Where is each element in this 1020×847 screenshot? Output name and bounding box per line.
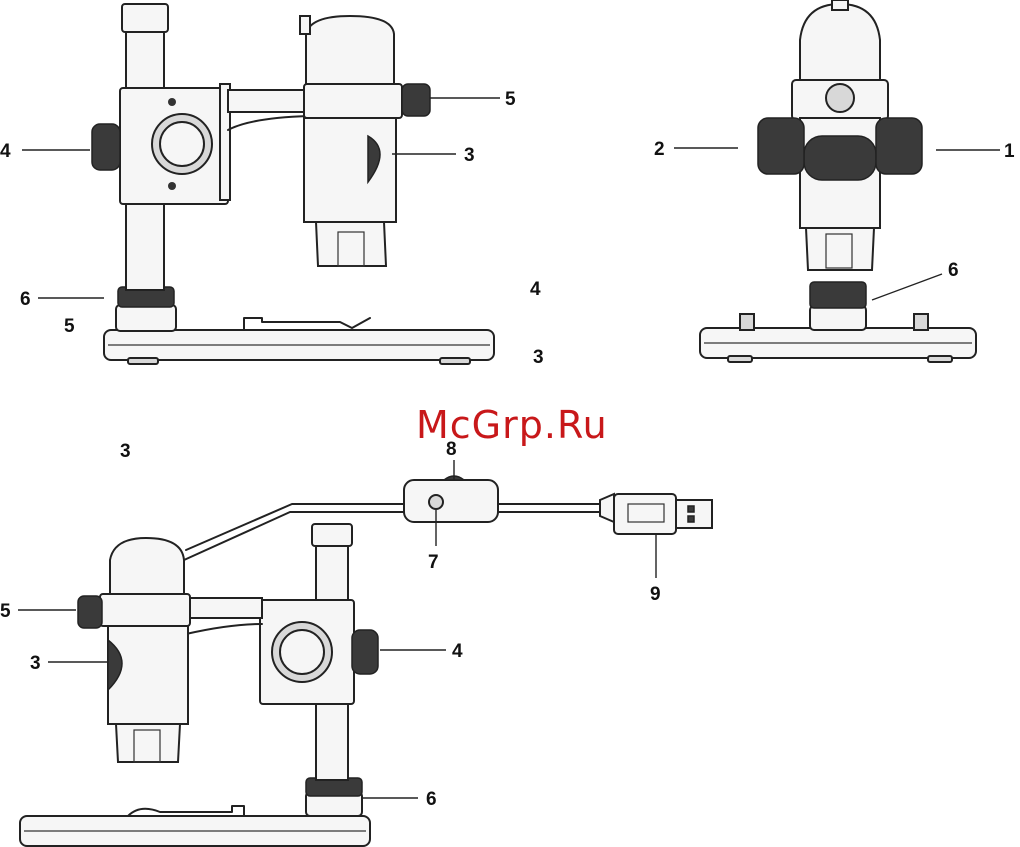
watermark-text: McGrp.Ru xyxy=(416,403,608,447)
stray-label-3: 3 xyxy=(120,441,131,462)
callout-3: 3 xyxy=(464,145,475,166)
callout-8: 8 xyxy=(446,439,457,460)
callout-4: 4 xyxy=(0,141,11,162)
callout-6: 6 xyxy=(20,289,31,310)
callout-9: 9 xyxy=(650,584,661,605)
callout-6: 6 xyxy=(426,789,437,810)
callout-5: 5 xyxy=(505,89,516,110)
callout-2: 2 xyxy=(654,139,665,160)
microscope-usb-cable-view: 3 8 7 9 5 3 4 6 xyxy=(0,439,712,846)
stray-label-3: 3 xyxy=(533,347,544,368)
callout-6: 6 xyxy=(948,260,959,281)
stray-label-4: 4 xyxy=(530,279,541,300)
stray-label-5: 5 xyxy=(64,316,75,337)
callout-5: 5 xyxy=(0,601,11,622)
microscope-stand-side-view: 4 5 3 6 5 4 3 xyxy=(0,4,544,368)
callout-4: 4 xyxy=(452,641,463,662)
callout-7: 7 xyxy=(428,552,439,573)
callout-1: 1 xyxy=(1004,141,1015,162)
callout-3: 3 xyxy=(30,653,41,674)
microscope-stand-front-view: 2 1 6 xyxy=(654,0,1015,362)
